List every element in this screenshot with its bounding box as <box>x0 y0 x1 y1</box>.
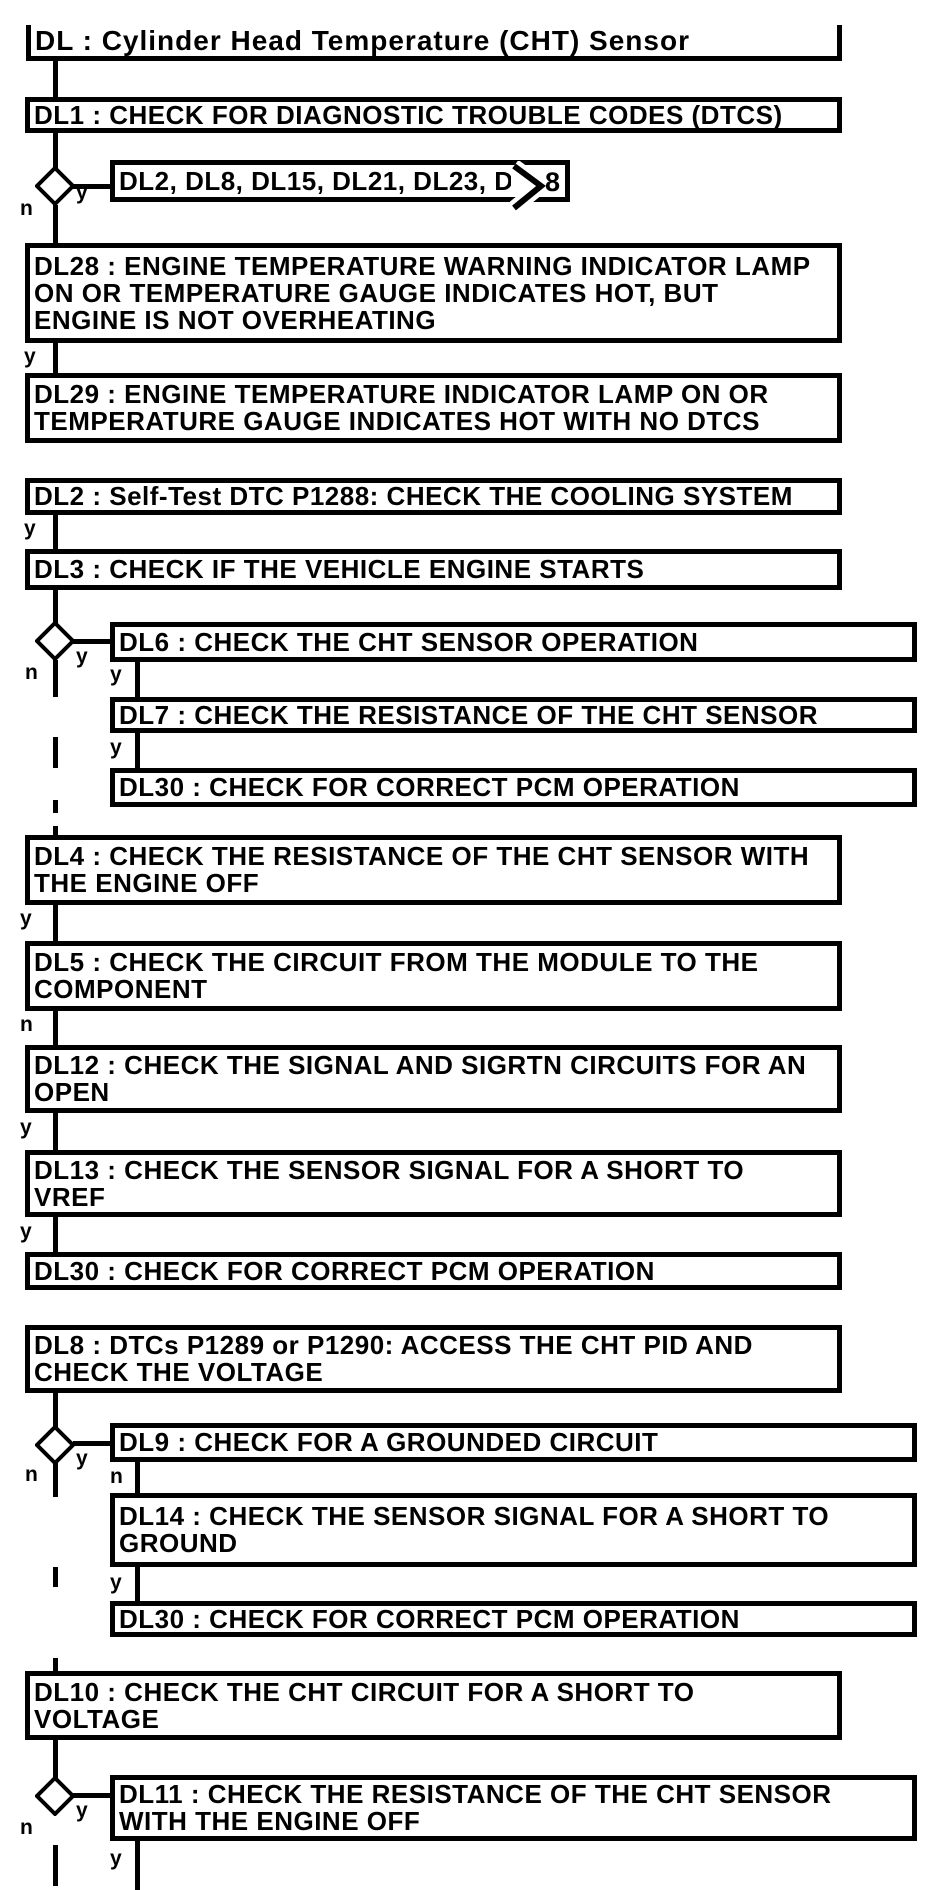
connector-dash <box>53 826 58 835</box>
connector-line <box>73 1441 112 1446</box>
flow-node-dl10: DL10 : CHECK THE CHT CIRCUIT FOR A SHORT… <box>25 1671 842 1740</box>
flow-node-label: DL12 : CHECK THE SIGNAL AND SIGRTN CIRCU… <box>34 1050 807 1107</box>
flow-node-label: DL29 : ENGINE TEMPERATURE INDICATOR LAMP… <box>34 379 769 436</box>
connector-line <box>135 662 140 697</box>
branch-label-yes: y <box>20 907 32 930</box>
flow-node-dl14: DL14 : CHECK THE SENSOR SIGNAL FOR A SHO… <box>110 1493 917 1567</box>
flow-node-dl30: DL30 : CHECK FOR CORRECT PCM OPERATION <box>110 768 917 807</box>
flow-node-dl9: DL9 : CHECK FOR A GROUNDED CIRCUIT <box>110 1423 917 1462</box>
flow-node-dl11: DL11 : CHECK THE RESISTANCE OF THE CHT S… <box>110 1775 917 1841</box>
branch-label-no: n <box>25 1463 38 1486</box>
decision-diamond <box>35 621 75 661</box>
flow-node-label: DL30 : CHECK FOR CORRECT PCM OPERATION <box>119 1603 740 1634</box>
flow-node-dl12: DL12 : CHECK THE SIGNAL AND SIGRTN CIRCU… <box>25 1045 842 1113</box>
flow-node-title: DL : Cylinder Head Temperature (CHT) Sen… <box>26 25 842 61</box>
flow-node-dl4: DL4 : CHECK THE RESISTANCE OF THE CHT SE… <box>25 835 842 905</box>
decision-diamond <box>35 1425 75 1465</box>
flow-node-label: DL5 : CHECK THE CIRCUIT FROM THE MODULE … <box>34 947 759 1004</box>
branch-label-no: n <box>20 197 33 220</box>
flow-node-dl1: DL1 : CHECK FOR DIAGNOSTIC TROUBLE CODES… <box>25 97 842 133</box>
flow-node-label: DL30 : CHECK FOR CORRECT PCM OPERATION <box>119 772 740 802</box>
decision-diamond <box>35 166 75 206</box>
connector-line <box>53 1740 58 1778</box>
flow-node-dl8: DL8 : DTCs P1289 or P1290: ACCESS THE CH… <box>25 1325 842 1393</box>
flow-node-dl2: DL2 : Self-Test DTC P1288: CHECK THE COO… <box>25 478 842 515</box>
branch-label-yes: y <box>110 663 122 686</box>
connector-line <box>73 1793 112 1798</box>
connector-line <box>53 1462 58 1497</box>
flow-node-label: DL4 : CHECK THE RESISTANCE OF THE CHT SE… <box>34 841 810 898</box>
offpage-connector-number: 8 <box>545 167 561 197</box>
flow-node-dl13: DL13 : CHECK THE SENSOR SIGNAL FOR A SHO… <box>25 1150 842 1217</box>
flow-node-label: DL14 : CHECK THE SENSOR SIGNAL FOR A SHO… <box>119 1501 830 1558</box>
connector-dash <box>53 1658 58 1671</box>
connector-dash <box>53 1845 58 1886</box>
flow-node-dl6: DL6 : CHECK THE CHT SENSOR OPERATION <box>110 622 917 662</box>
connector-line <box>53 905 58 941</box>
flow-node-dl7: DL7 : CHECK THE RESISTANCE OF THE CHT SE… <box>110 697 917 733</box>
flow-node-label: DL10 : CHECK THE CHT CIRCUIT FOR A SHORT… <box>34 1676 695 1734</box>
connector-line <box>135 1567 140 1601</box>
chevron-right-icon <box>510 161 548 213</box>
connector-line <box>135 1462 140 1493</box>
connector-line <box>53 133 58 168</box>
branch-label-no: n <box>110 1465 123 1488</box>
connector-line <box>53 1113 58 1150</box>
connector-line <box>53 343 58 373</box>
flow-node-label: DL6 : CHECK THE CHT SENSOR OPERATION <box>119 626 699 657</box>
branch-label-yes: y <box>76 1799 88 1822</box>
flow-node-label: DL11 : CHECK THE RESISTANCE OF THE CHT S… <box>119 1779 832 1836</box>
branch-label-yes: y <box>110 1847 122 1870</box>
decision-diamond <box>35 1776 75 1816</box>
branch-label-no: n <box>20 1013 33 1036</box>
connector-line <box>53 1217 58 1252</box>
connector-line <box>135 733 140 768</box>
branch-label-no: n <box>25 661 38 684</box>
connector-line <box>73 639 112 644</box>
flow-node-dl29: DL29 : ENGINE TEMPERATURE INDICATOR LAMP… <box>25 373 842 443</box>
flow-node-dl30: DL30 : CHECK FOR CORRECT PCM OPERATION <box>110 1601 917 1637</box>
connector-line <box>53 590 58 624</box>
flow-node-label: DL3 : CHECK IF THE VEHICLE ENGINE STARTS <box>34 554 645 584</box>
connector-line <box>53 660 58 697</box>
flow-node-label: DL28 : ENGINE TEMPERATURE WARNING INDICA… <box>34 250 811 335</box>
branch-label-yes: y <box>24 517 36 540</box>
flow-node-label: DL13 : CHECK THE SENSOR SIGNAL FOR A SHO… <box>34 1154 745 1212</box>
offpage-connector: DL2, DL8, DL15, DL21, DL23, D <box>110 160 570 202</box>
connector-line <box>53 515 58 549</box>
offpage-connector-label: DL2, DL8, DL15, DL21, DL23, D <box>119 167 511 195</box>
branch-label-yes: y <box>20 1116 32 1139</box>
flow-node-label: DL1 : CHECK FOR DIAGNOSTIC TROUBLE CODES… <box>34 99 783 130</box>
flow-node-label: DL8 : DTCs P1289 or P1290: ACCESS THE CH… <box>34 1330 753 1387</box>
flow-node-dl3: DL3 : CHECK IF THE VEHICLE ENGINE STARTS <box>25 549 842 590</box>
branch-label-yes: y <box>24 345 36 368</box>
branch-label-yes: y <box>20 1220 32 1243</box>
branch-label-no: n <box>20 1816 33 1839</box>
flow-node-label: DL9 : CHECK FOR A GROUNDED CIRCUIT <box>119 1427 659 1457</box>
connector-line <box>53 61 58 97</box>
connector-dash <box>53 800 58 813</box>
page-title: DL : Cylinder Head Temperature (CHT) Sen… <box>35 25 690 56</box>
connector-line <box>73 184 112 189</box>
branch-label-yes: y <box>110 736 122 759</box>
connector-dash <box>53 1567 58 1587</box>
branch-label-yes: y <box>110 1571 122 1594</box>
branch-label-yes: y <box>76 181 88 204</box>
connector-line <box>135 1841 140 1890</box>
flow-node-label: DL30 : CHECK FOR CORRECT PCM OPERATION <box>34 1255 655 1286</box>
flow-node-dl28: DL28 : ENGINE TEMPERATURE WARNING INDICA… <box>25 243 842 343</box>
connector-line <box>53 205 58 243</box>
flow-node-label: DL7 : CHECK THE RESISTANCE OF THE CHT SE… <box>119 699 819 730</box>
flow-node-dl30: DL30 : CHECK FOR CORRECT PCM OPERATION <box>25 1252 842 1290</box>
flow-node-dl5: DL5 : CHECK THE CIRCUIT FROM THE MODULE … <box>25 941 842 1011</box>
connector-dash <box>53 737 58 768</box>
branch-label-yes: y <box>76 1447 88 1470</box>
branch-label-yes: y <box>76 645 88 668</box>
flow-node-label: DL2 : Self-Test DTC P1288: CHECK THE COO… <box>34 481 793 511</box>
connector-line <box>53 1011 58 1045</box>
connector-line <box>53 1393 58 1428</box>
